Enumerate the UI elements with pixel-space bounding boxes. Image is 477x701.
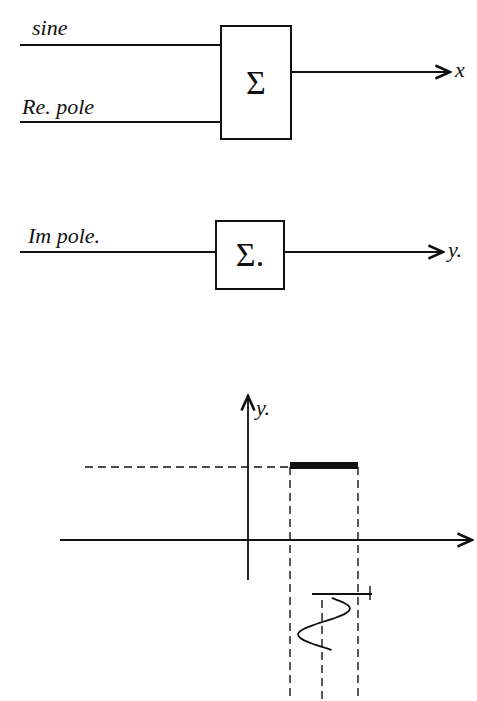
axis-label: y. xyxy=(256,396,270,420)
signal-name: Im pole. xyxy=(28,224,100,248)
summing-block: Σ xyxy=(220,25,292,140)
guide-line xyxy=(289,467,290,700)
signal-name: y. xyxy=(448,238,462,262)
summing-block: Σ. xyxy=(215,220,285,290)
sine-wave xyxy=(298,598,350,650)
input-wire xyxy=(20,44,220,46)
sigma-symbol: Σ. xyxy=(236,238,264,272)
output-arrow xyxy=(292,71,450,73)
sigma-symbol: Σ xyxy=(246,66,266,100)
input-wire xyxy=(20,251,215,253)
thick-bar xyxy=(290,462,358,469)
x-axis xyxy=(60,539,472,541)
guide-line xyxy=(85,466,288,467)
input-wire xyxy=(20,121,220,123)
level-tick xyxy=(369,586,370,600)
guide-line xyxy=(357,467,358,700)
guide-line xyxy=(321,600,322,700)
output-arrow xyxy=(285,251,443,253)
level-line xyxy=(312,593,372,595)
signal-name: x xyxy=(455,58,465,82)
y-axis xyxy=(247,396,249,580)
signal-name: Re. pole xyxy=(22,95,94,119)
signal-name: sine xyxy=(32,16,67,40)
